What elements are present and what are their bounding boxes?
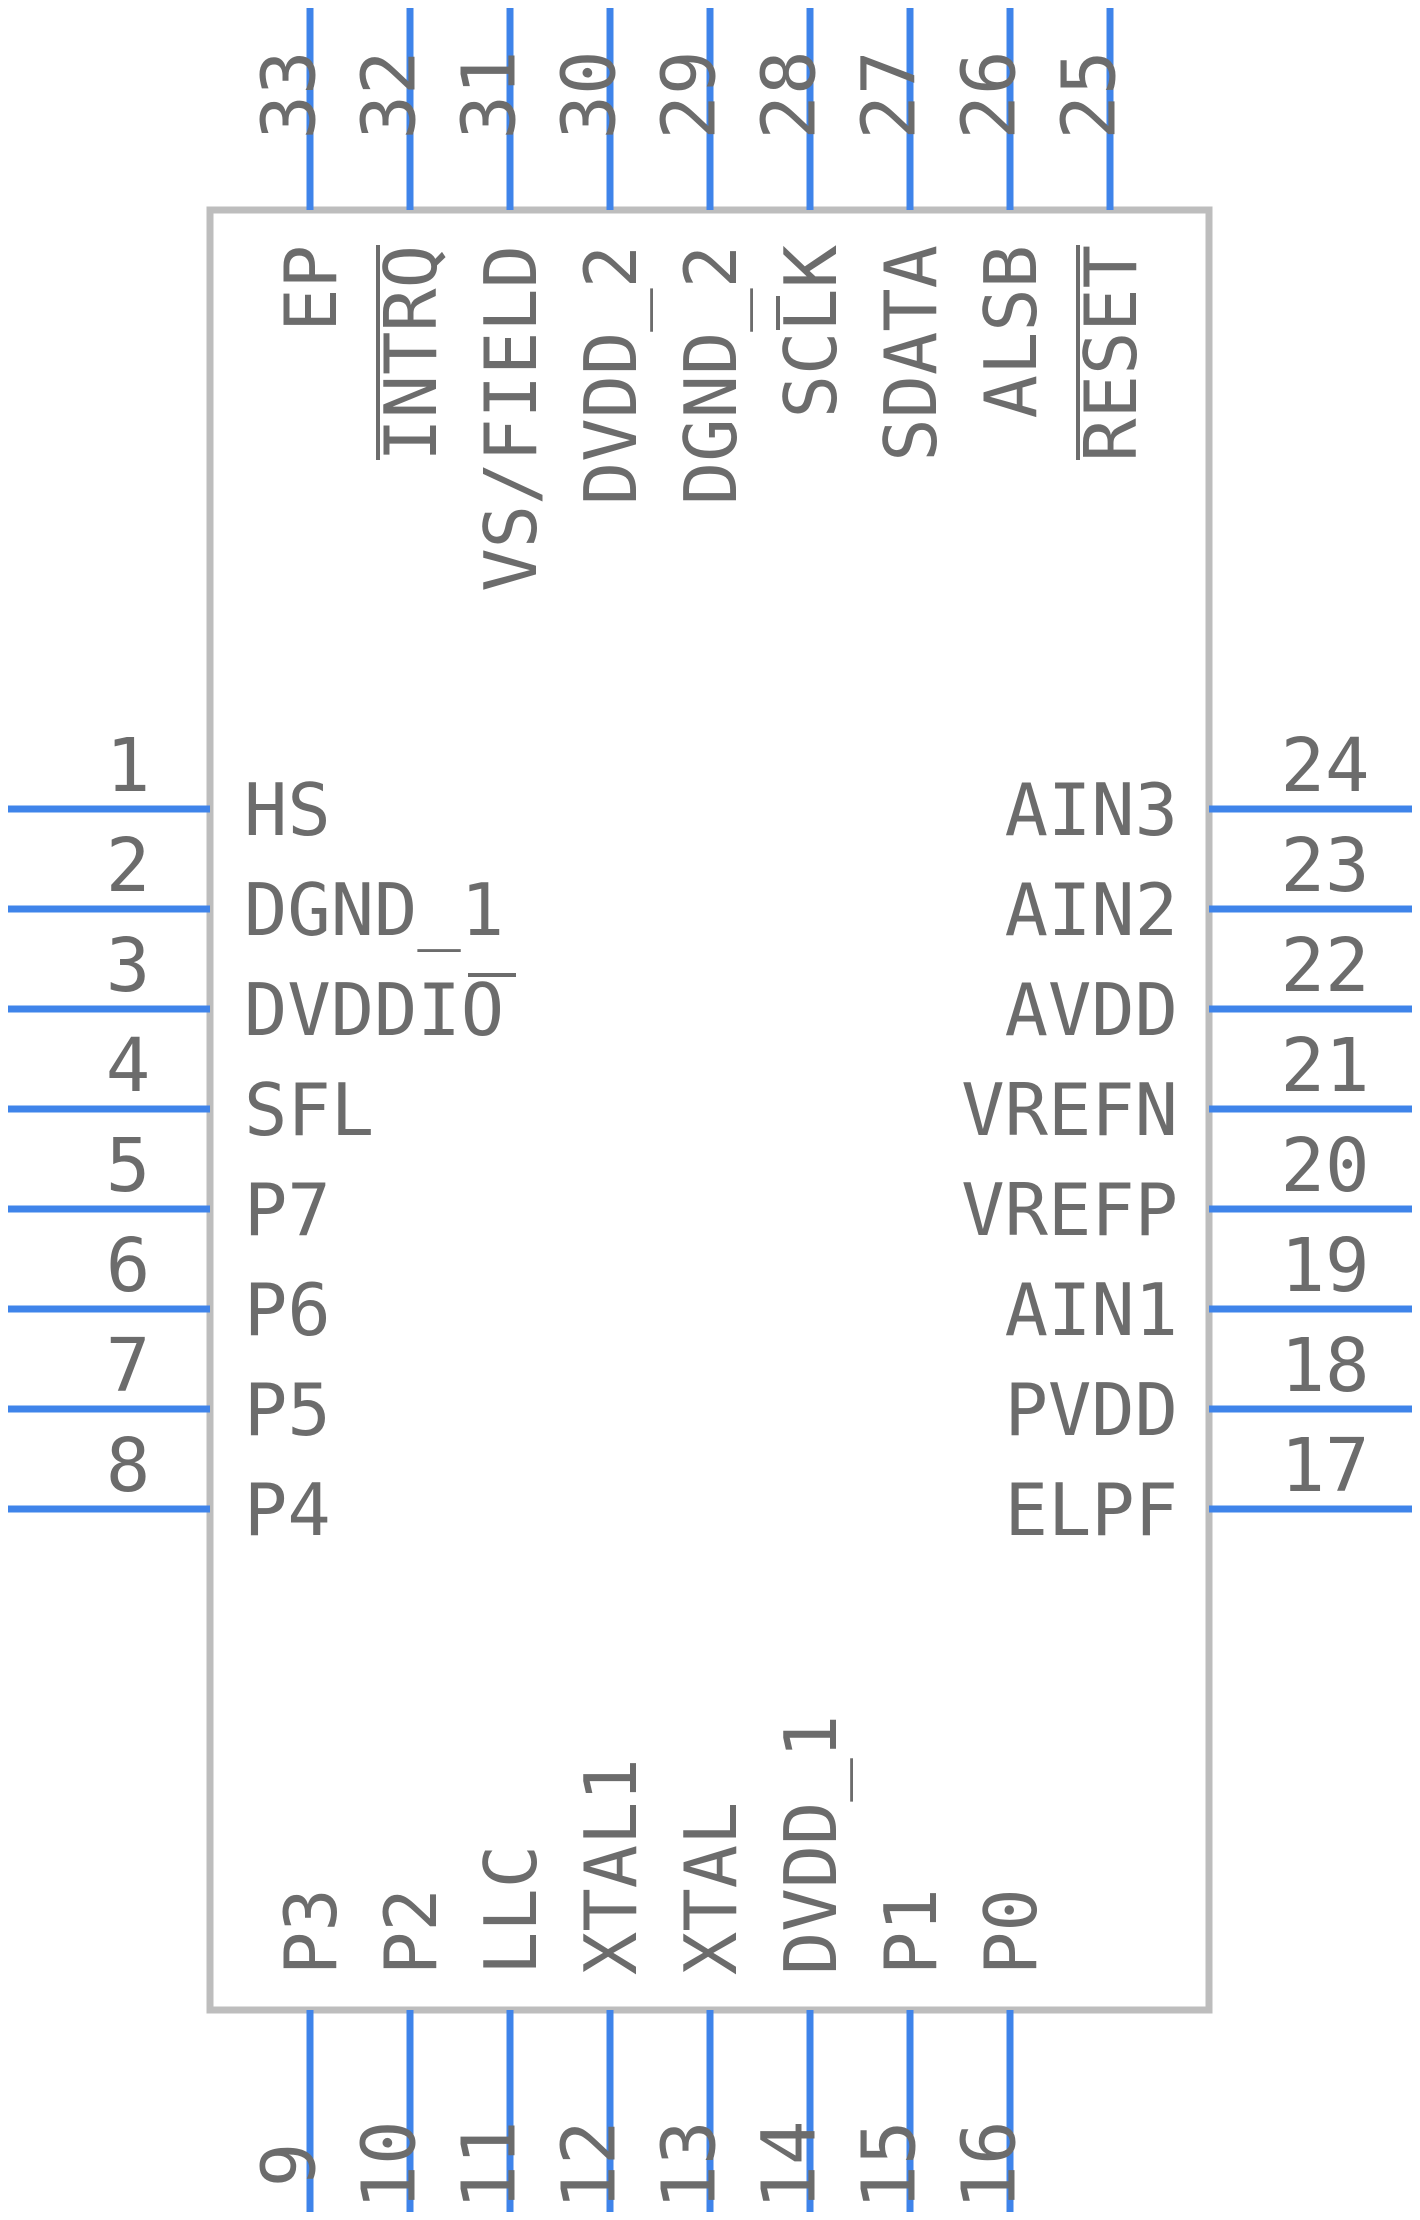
- pin-7-number: 7: [106, 1323, 151, 1409]
- pin-3-label: DVDDIO: [244, 968, 504, 1052]
- pin-21-number: 21: [1280, 1023, 1369, 1109]
- pin-28-label: SCLK: [769, 244, 853, 418]
- pin-19-number: 19: [1280, 1223, 1369, 1309]
- pin-15-number: 15: [847, 2120, 933, 2209]
- pin-12-label: XTAL1: [569, 1758, 653, 1975]
- pin-6-number: 6: [106, 1223, 151, 1309]
- pin-3-number: 3: [106, 923, 151, 1009]
- pin-22-number: 22: [1280, 923, 1369, 1009]
- pin-29-number: 29: [647, 50, 733, 139]
- pin-18-number: 18: [1280, 1323, 1369, 1409]
- pin-14-number: 14: [747, 2120, 833, 2209]
- pin-16-number: 16: [947, 2120, 1033, 2209]
- pin-5-label: P7: [244, 1168, 331, 1252]
- pin-31-label: VS/FIELD: [469, 245, 553, 592]
- pin-13-label: XTAL: [669, 1802, 753, 1975]
- pin-30-label: DVDD_2: [569, 245, 653, 505]
- pin-16-label: P0: [969, 1888, 1053, 1975]
- pin-18-label: PVDD: [1005, 1368, 1178, 1452]
- pin-19-label: AIN1: [1005, 1268, 1178, 1352]
- pin-17-number: 17: [1280, 1423, 1369, 1509]
- pin-1-label: HS: [244, 768, 331, 852]
- pin-14-label: DVDD_1: [769, 1715, 853, 1975]
- pin-8-label: P4: [244, 1468, 331, 1552]
- pin-13-number: 13: [647, 2120, 733, 2209]
- pin-22-label: AVDD: [1005, 968, 1178, 1052]
- pin-29-label: DGND_2: [669, 245, 753, 505]
- pin-28-number: 28: [747, 50, 833, 139]
- pin-23-number: 23: [1280, 823, 1369, 909]
- pin-17-label: ELPF: [1005, 1468, 1178, 1552]
- pin-12-number: 12: [547, 2120, 633, 2209]
- pin-24-number: 24: [1280, 723, 1369, 809]
- pin-27-number: 27: [847, 50, 933, 139]
- pin-25-label: RESET: [1069, 245, 1153, 462]
- pin-26-label: ALSB: [969, 245, 1053, 418]
- pin-32-label: INTRQ: [369, 245, 453, 462]
- pin-11-number: 11: [447, 2120, 533, 2209]
- pin-20-number: 20: [1280, 1123, 1369, 1209]
- component-body: [206, 206, 1213, 2014]
- pin-25-number: 25: [1047, 50, 1133, 139]
- pin-1-number: 1: [106, 723, 151, 809]
- pin-26-number: 26: [947, 50, 1033, 139]
- pin-23-label: AIN2: [1005, 868, 1178, 952]
- pin-8-number: 8: [106, 1423, 151, 1509]
- pin-33-number: 33: [247, 50, 333, 139]
- pin-7-label: P5: [244, 1368, 331, 1452]
- pin-6-label: P6: [244, 1268, 331, 1352]
- pin-20-label: VREFP: [961, 1168, 1178, 1252]
- pin-10-number: 10: [347, 2120, 433, 2209]
- pin-33-label: EP: [269, 245, 353, 332]
- pin-10-label: P2: [369, 1888, 453, 1975]
- pin-4-label: SFL: [244, 1068, 374, 1152]
- pin-9-label: P3: [269, 1888, 353, 1975]
- pin-21-label: VREFN: [961, 1068, 1178, 1152]
- pin-2-number: 2: [106, 823, 151, 909]
- pin-32-number: 32: [347, 50, 433, 139]
- pin-9-number: 9: [247, 2143, 333, 2188]
- pin-2-label: DGND_1: [244, 868, 504, 952]
- pin-31-number: 31: [447, 50, 533, 139]
- pin-24-label: AIN3: [1005, 768, 1178, 852]
- pin-11-label: LLC: [469, 1845, 553, 1975]
- pin-4-number: 4: [106, 1023, 151, 1109]
- pin-30-number: 30: [547, 50, 633, 139]
- pin-15-label: P1: [869, 1888, 953, 1975]
- pin-27-label: SDATA: [869, 245, 953, 462]
- pin-5-number: 5: [106, 1123, 151, 1209]
